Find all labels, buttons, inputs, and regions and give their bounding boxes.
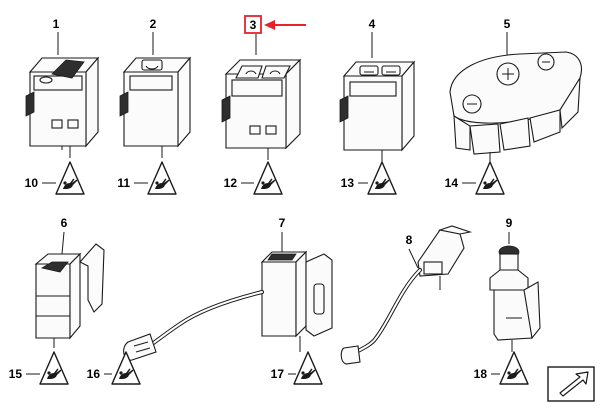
part-3-switch[interactable]: 3 [221,15,306,160]
warning-label-number-15: 15 [9,367,23,381]
hand-warning-triangle-icon [111,351,141,385]
hand-warning-triangle-icon [293,351,323,385]
part-2-switch[interactable]: 2 [119,17,192,158]
part-label-2: 2 [150,17,157,31]
part-8-sensor-cable[interactable]: 8 [340,225,473,365]
warning-label-number-18: 18 [474,367,488,381]
hand-warning-triangle-icon [253,161,283,195]
highlight-arrow-icon [264,20,306,30]
arrow-corner-icon [547,366,595,402]
warning-label-number-12: 12 [224,176,238,190]
part-label-4: 4 [369,17,376,31]
part-9-switch[interactable]: 9 [489,216,541,352]
part-label-5: 5 [504,17,511,31]
warning-label-number-10: 10 [25,176,39,190]
part-label-6: 6 [61,216,68,230]
warning-label-11[interactable]: 11 [117,161,177,195]
hand-warning-triangle-icon [367,161,397,195]
warning-label-18[interactable]: 18 [474,351,529,385]
warning-label-17[interactable]: 17 [271,351,323,385]
warning-label-number-14: 14 [445,176,459,190]
part-5-switch-cluster[interactable]: 5 [449,17,583,164]
warning-label-12[interactable]: 12 [224,161,283,195]
part-1-switch[interactable]: 1 [25,17,100,158]
part-label-7: 7 [279,216,286,230]
warning-label-number-13: 13 [341,176,355,190]
part-7-sensor[interactable]: 7 [123,216,333,361]
warning-label-13[interactable]: 13 [341,161,397,195]
hand-warning-triangle-icon [55,161,85,195]
warning-label-15[interactable]: 15 [9,351,69,385]
hand-warning-triangle-icon [147,161,177,195]
hand-warning-triangle-icon [499,351,529,385]
part-6-switch[interactable]: 6 [34,216,105,348]
warning-label-16[interactable]: 16 [87,351,141,385]
part-3-highlight-box [244,15,262,34]
part-label-3: 3 [250,18,257,32]
part-label-9: 9 [506,216,513,230]
warning-label-10[interactable]: 10 [25,161,85,195]
part-4-switch[interactable]: 4 [339,17,416,162]
part-label-1: 1 [53,17,60,31]
hand-warning-triangle-icon [39,351,69,385]
warning-label-number-16: 16 [87,367,101,381]
hand-warning-triangle-icon [475,161,505,195]
warning-label-14[interactable]: 14 [445,161,505,195]
part-label-8: 8 [406,233,413,247]
warning-label-number-11: 11 [117,176,130,190]
warning-label-number-17: 17 [271,367,285,381]
